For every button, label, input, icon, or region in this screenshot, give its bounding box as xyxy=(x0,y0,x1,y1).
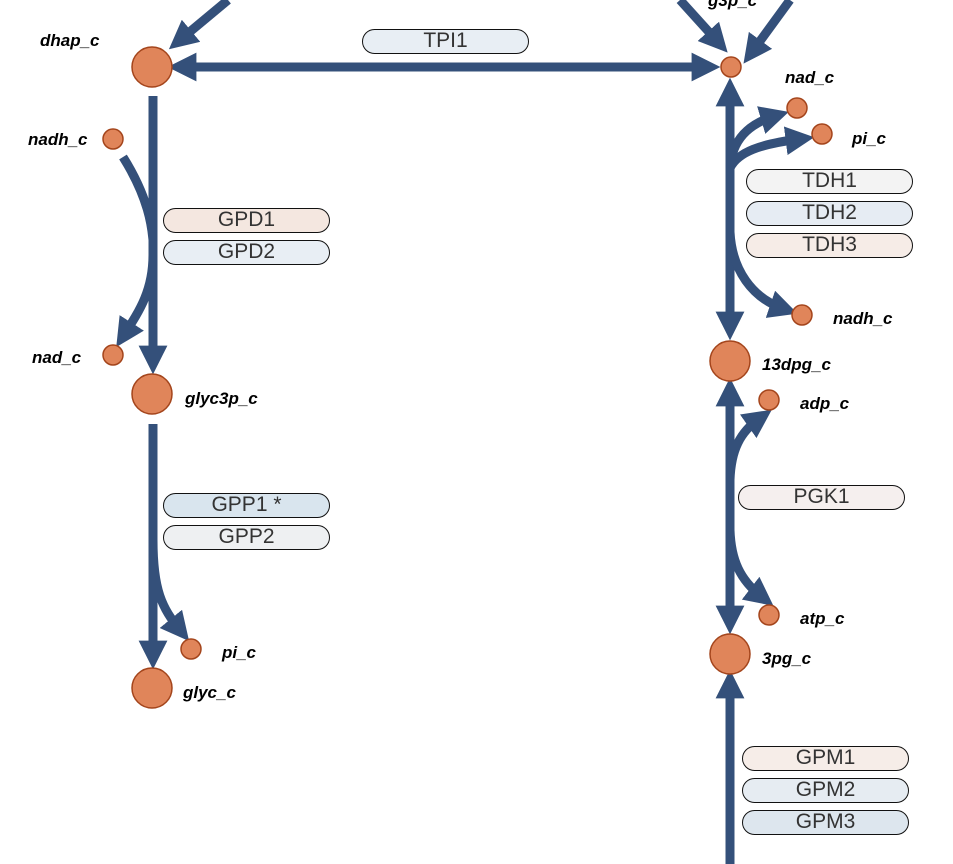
reaction-label-gpp1[interactable]: GPP1 * xyxy=(163,493,330,518)
label-glyc: glyc_c xyxy=(182,683,236,702)
reaction-label-tdh1[interactable]: TDH1 xyxy=(746,169,913,194)
label-dhap: dhap_c xyxy=(40,31,100,50)
edge-tdh-nadh xyxy=(725,231,798,318)
edge-pgk-adp xyxy=(725,409,772,481)
edge-gpd-nadh-in xyxy=(119,154,158,241)
reaction-label-gpd1[interactable]: GPD1 xyxy=(163,208,330,233)
node-pi-right[interactable] xyxy=(811,123,833,145)
reaction-label-pgk1[interactable]: PGK1 xyxy=(738,485,905,510)
label-pi-right: pi_c xyxy=(851,129,887,148)
node-pi-left[interactable] xyxy=(180,638,202,660)
node-nadh-left[interactable] xyxy=(102,128,124,150)
node-3pg[interactable] xyxy=(709,633,751,675)
edge-into-dhap xyxy=(168,0,231,50)
edge-into-g3p-b xyxy=(743,0,794,64)
node-g3p[interactable] xyxy=(720,56,742,78)
edge-gpd-nad-out xyxy=(116,254,158,348)
label-g3p: g3p_c xyxy=(707,0,758,10)
node-nad-left[interactable] xyxy=(102,344,124,366)
label-glyc3p: glyc3p_c xyxy=(184,389,258,408)
reaction-label-tdh3[interactable]: TDH3 xyxy=(746,233,913,258)
reaction-label-tdh2[interactable]: TDH2 xyxy=(746,201,913,226)
node-nadh-right[interactable] xyxy=(791,304,813,326)
node-atp[interactable] xyxy=(758,604,780,626)
node-adp[interactable] xyxy=(758,389,780,411)
label-3pg: 3pg_c xyxy=(762,649,812,668)
label-13dpg: 13dpg_c xyxy=(762,355,832,374)
reaction-label-gpp2[interactable]: GPP2 xyxy=(163,525,330,550)
reaction-label-gpm3[interactable]: GPM3 xyxy=(742,810,909,835)
edge-into-g3p-a xyxy=(676,0,728,53)
reaction-label-gpm2[interactable]: GPM2 xyxy=(742,778,909,803)
label-pi-left: pi_c xyxy=(221,643,257,662)
node-13dpg[interactable] xyxy=(709,340,751,382)
node-glyc3p[interactable] xyxy=(131,373,173,415)
label-nadh-left: nadh_c xyxy=(28,130,88,149)
node-glyc[interactable] xyxy=(131,667,173,709)
label-nad-top: nad_c xyxy=(785,68,835,87)
edge-tdh-pi xyxy=(725,126,815,171)
node-dhap[interactable] xyxy=(131,46,173,88)
label-nad-left: nad_c xyxy=(32,348,82,367)
label-atp: atp_c xyxy=(800,609,845,628)
label-nadh-right: nadh_c xyxy=(833,309,893,328)
edge-gpp-pi-out xyxy=(148,539,190,642)
edge-pgk-atp xyxy=(725,529,774,606)
label-adp: adp_c xyxy=(800,394,850,413)
reaction-label-gpm1[interactable]: GPM1 xyxy=(742,746,909,771)
reaction-label-tpi1[interactable]: TPI1 xyxy=(362,29,529,54)
node-nad-top[interactable] xyxy=(786,97,808,119)
reaction-label-gpd2[interactable]: GPD2 xyxy=(163,240,330,265)
